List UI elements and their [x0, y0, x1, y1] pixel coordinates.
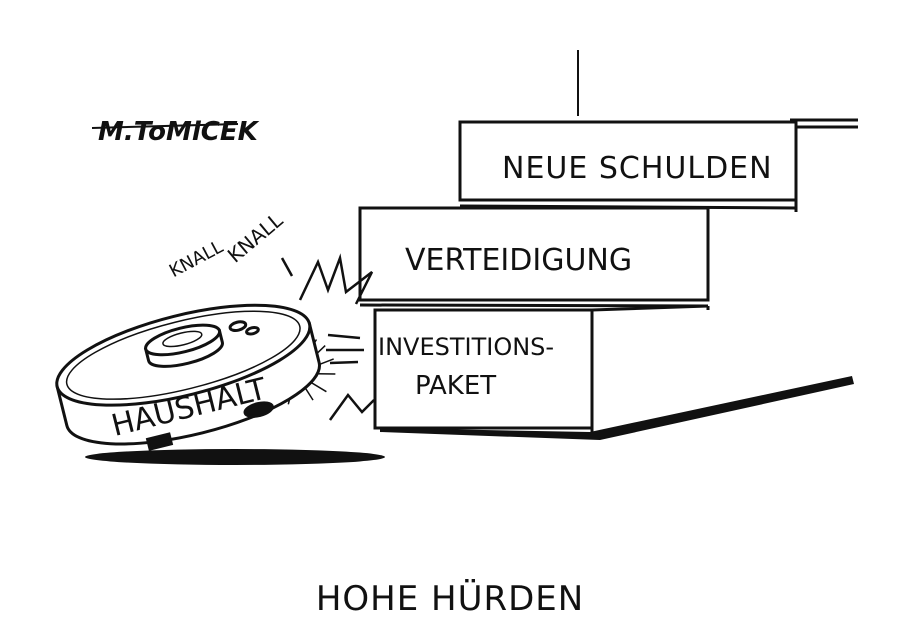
- step-label-top: NEUE SCHULDEN: [502, 151, 773, 186]
- impact-burst: [280, 253, 375, 421]
- step-label-bottom-line2: PAKET: [415, 371, 496, 401]
- step-label-middle: VERTEIDIGUNG: [405, 243, 632, 278]
- floor-shadows: [85, 376, 854, 465]
- sound-word-1: KNALL: [166, 236, 227, 282]
- signature-text: M.ToMiCEK: [98, 117, 260, 147]
- cartoon-caption: HOHE HÜRDEN: [316, 578, 584, 619]
- sound-word-2: KNALL: [223, 207, 288, 267]
- staircase: [358, 118, 858, 432]
- step-label-bottom-line1: INVESTITIONS-: [378, 333, 554, 361]
- robot-vacuum: [55, 303, 336, 451]
- step-bottom: [373, 308, 594, 430]
- step-middle: [358, 206, 710, 302]
- artist-signature: M.ToMiCEK: [91, 117, 260, 147]
